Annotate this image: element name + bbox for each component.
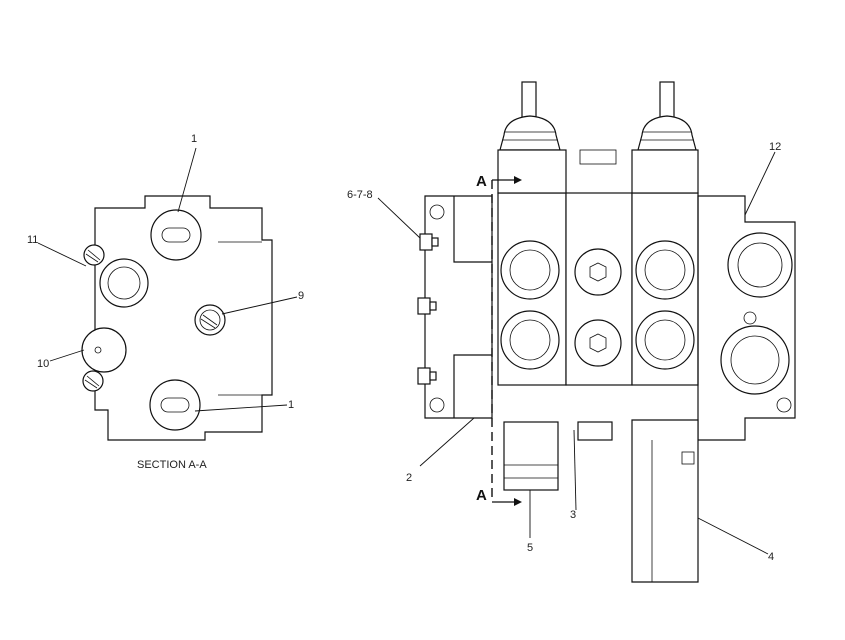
bottom-fitting xyxy=(577,421,613,441)
callout-10: 10 xyxy=(37,358,49,370)
port-1-top xyxy=(150,209,202,261)
callout-4: 4 xyxy=(768,551,774,563)
section-marker-top: A xyxy=(476,173,487,190)
port-1-bottom xyxy=(149,379,201,431)
callout-5: 5 xyxy=(527,542,533,554)
section-line-a-a xyxy=(491,176,522,506)
callout-2: 2 xyxy=(406,472,412,484)
left-upper-port xyxy=(99,258,149,308)
callout-1-bottom: 1 xyxy=(288,399,294,411)
callout-6-7-8: 6-7-8 xyxy=(347,189,373,201)
working-section xyxy=(631,192,699,386)
plug-lower-left xyxy=(82,370,104,392)
actuator-4 xyxy=(631,419,699,583)
inlet-section xyxy=(497,179,567,386)
spool-lever-2 xyxy=(631,81,699,194)
port-10 xyxy=(81,327,127,373)
main-valve-view xyxy=(377,81,796,583)
spool-cap-5 xyxy=(503,421,559,491)
callout-1-top: 1 xyxy=(191,133,197,145)
callout-12: 12 xyxy=(769,141,781,153)
callout-3: 3 xyxy=(570,509,576,521)
callout-11: 11 xyxy=(27,234,38,246)
section-marker-bottom: A xyxy=(476,487,487,504)
outlet-cover xyxy=(697,195,796,441)
spool-lever-1 xyxy=(497,81,567,194)
mounting-bolts xyxy=(417,233,439,385)
plug-11 xyxy=(83,244,105,266)
middle-section xyxy=(565,149,633,386)
plug-9 xyxy=(194,304,226,336)
callout-9: 9 xyxy=(298,290,304,302)
section-a-a-view xyxy=(37,147,298,441)
section-label: SECTION A-A xyxy=(137,459,207,471)
